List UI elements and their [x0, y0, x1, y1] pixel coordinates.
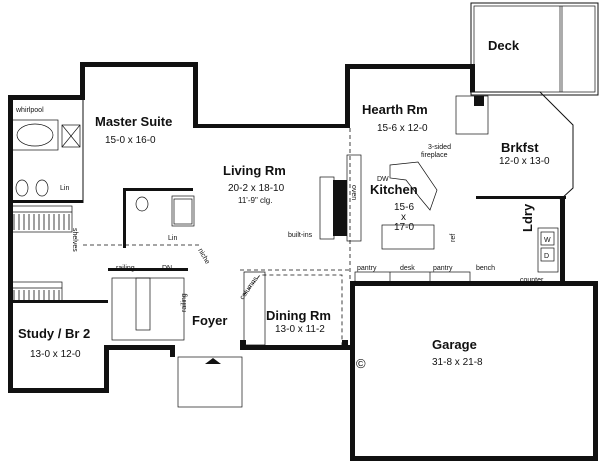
- brkfst-label: Brkfst: [501, 140, 539, 155]
- kitchen-dims-1: 15-6: [394, 202, 414, 213]
- shelves-note: shelves: [71, 228, 78, 252]
- bench-note: bench: [476, 265, 495, 272]
- master-suite-label: Master Suite: [95, 114, 172, 129]
- counter-note: counter: [520, 277, 544, 284]
- railing-note-2: railing: [181, 293, 188, 312]
- columns-note: columns: [239, 275, 260, 301]
- study-label: Study / Br 2: [18, 326, 90, 341]
- dw-note: DW: [377, 176, 389, 183]
- washer-note: W: [544, 237, 551, 244]
- dn-note: DN: [162, 265, 172, 272]
- exterior-walls: [8, 62, 598, 461]
- closet-hatching: [13, 214, 70, 300]
- ref-note: ref: [450, 234, 457, 242]
- fireplace-note-1: 3-sided: [428, 144, 451, 151]
- pantry-note-2: pantry: [433, 265, 453, 272]
- dining-rm-label: Dining Rm: [266, 308, 331, 323]
- brkfst-dims: 12-0 x 13-0: [499, 156, 550, 167]
- hearth-rm-label: Hearth Rm: [362, 102, 428, 117]
- oven-note: oven: [350, 185, 357, 200]
- bath-fixtures: [11, 119, 348, 408]
- lin-note-2: Lin: [168, 235, 177, 242]
- dining-rm-dims: 13-0 x 11-2: [275, 324, 325, 335]
- dryer-note: D: [544, 253, 549, 260]
- deck-label: Deck: [488, 38, 520, 53]
- niche-note: niche: [196, 248, 210, 266]
- kitchen-dims-2: x: [401, 212, 406, 223]
- kitchen-label: Kitchen: [370, 182, 418, 197]
- whirlpool-note: whirlpool: [15, 107, 44, 114]
- hearth-rm-dims: 15-6 x 12-0: [377, 123, 428, 134]
- desk-note: desk: [400, 265, 415, 272]
- garage-label: Garage: [432, 337, 477, 352]
- built-ins-note: built-ins: [288, 232, 313, 239]
- kitchen-dims-3: 17-0: [394, 222, 414, 233]
- living-rm-label: Living Rm: [223, 163, 286, 178]
- lin-note-1: Lin: [60, 185, 69, 192]
- fireplace-note-2: fireplace: [421, 152, 448, 159]
- foyer-label: Foyer: [192, 313, 227, 328]
- railing-note-1: railing: [116, 265, 135, 272]
- copyright-mark: ©: [356, 356, 366, 371]
- ldry-label: Ldry: [520, 203, 535, 232]
- pantry-note-1: pantry: [357, 265, 377, 272]
- interior-walls: [8, 95, 566, 346]
- master-suite-dims: 15-0 x 16-0: [105, 135, 156, 146]
- study-dims: 13-0 x 12-0: [30, 349, 81, 360]
- living-rm-ceiling: 11'-9" clg.: [238, 196, 272, 205]
- garage-dims: 31-8 x 21-8: [432, 357, 483, 368]
- living-rm-dims: 20-2 x 18-10: [228, 183, 285, 194]
